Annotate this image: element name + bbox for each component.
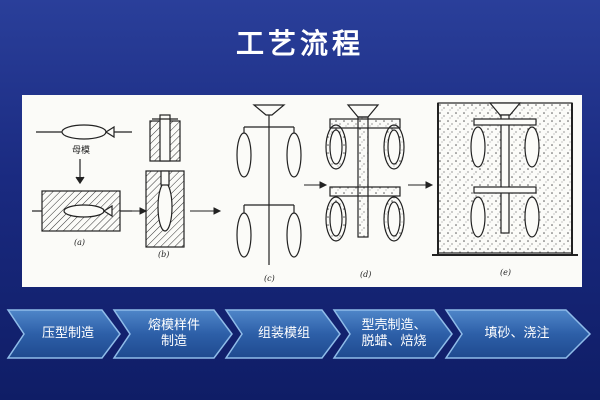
stage-b-wax-injection — [145, 114, 185, 248]
arrow-c-d — [304, 181, 328, 189]
master-mold-label: 母模 — [72, 145, 90, 156]
stage-c-wax-tree — [236, 104, 302, 265]
arrow-d-e — [408, 181, 434, 189]
step-label-4: 型壳制造、 脱蜡、焙烧 — [361, 318, 427, 349]
caption-c: (c) — [264, 274, 275, 283]
caption-a: (a) — [74, 238, 85, 247]
slide-title: 工艺流程 — [235, 27, 364, 60]
step-label-5: 填砂、浇注 — [484, 326, 550, 341]
caption-b: (b) — [158, 250, 169, 259]
arrow-b-c — [190, 207, 222, 215]
process-illustration: 母模 (a) (b) — [22, 95, 582, 287]
step-arrow-3 — [224, 309, 341, 359]
arrow-a-b — [126, 207, 148, 215]
step-label-2: 熔模样件 制造 — [147, 318, 200, 349]
stage-d-ceramic-shell — [325, 104, 405, 242]
stage-e-sand-flask — [432, 102, 578, 256]
step-label-3: 组装模组 — [257, 326, 310, 341]
step-arrow-1 — [6, 309, 121, 359]
step-arrow-4 — [332, 309, 453, 359]
step-arrow-5 — [444, 309, 592, 359]
step-label-1: 压型制造 — [41, 326, 94, 341]
process-drawing: 母模 (a) (b) — [32, 102, 578, 283]
stage-a-die — [32, 124, 132, 232]
caption-e: (e) — [500, 268, 511, 277]
process-steps: 压型制造 熔模样件 制造 组装模组 型壳制造、 脱蜡、焙烧 填砂、浇注 — [0, 298, 600, 368]
caption-d: (d) — [360, 270, 371, 279]
step-arrow-2 — [112, 309, 233, 359]
